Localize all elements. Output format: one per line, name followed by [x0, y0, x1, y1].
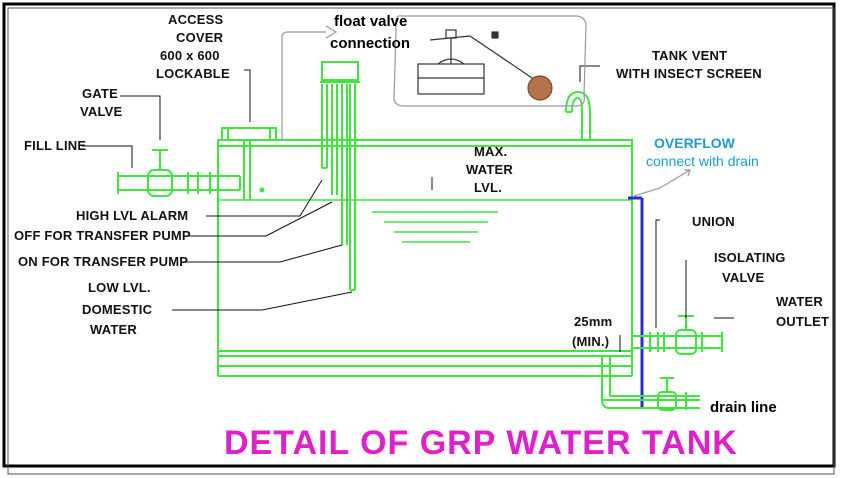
tank-vent-line1: TANK VENT [652, 48, 727, 63]
tank-body [217, 139, 633, 377]
label-water-outlet: WATER OUTLET [776, 294, 829, 329]
access-cover-line1: ACCESS [168, 12, 224, 27]
on-pump-label: ON FOR TRANSFER PUMP [18, 254, 188, 269]
float-valve-line2: connection [330, 35, 410, 52]
min-gap-line1: 25mm [574, 314, 612, 329]
label-isolating-valve: ISOLATING VALVE [714, 250, 786, 285]
water-level-marks [372, 211, 498, 243]
sketch-callouts [281, 15, 691, 197]
high-alarm-label: HIGH LVL ALARM [76, 208, 188, 223]
outer-shadow [7, 7, 835, 475]
drain-line-pipe [601, 356, 700, 411]
label-float-valve: float valve connection [330, 13, 410, 52]
max-water-line2: WATER [466, 162, 513, 177]
overflow-label: OVERFLOW [654, 135, 736, 151]
label-min-gap: 25mm (MIN.) [572, 314, 612, 349]
overflow-note: connect with drain [646, 153, 759, 169]
float-valve-line1: float valve [334, 13, 407, 30]
max-water-line1: MAX. [474, 144, 507, 159]
access-cover [221, 127, 277, 200]
gate-valve-line1: GATE [82, 86, 118, 101]
off-pump-label: OFF FOR TRANSFER PUMP [14, 228, 191, 243]
level-sensors [320, 61, 360, 291]
float-valve-sketch [417, 29, 553, 101]
access-cover-line4: LOCKABLE [156, 66, 230, 81]
tank-vent-line2: WITH INSECT SCREEN [616, 66, 762, 81]
fill-line-pipe [117, 149, 241, 197]
low-lvl-line1: LOW LVL. [88, 280, 151, 295]
outlet-pipe [632, 315, 723, 355]
union-label: UNION [692, 214, 735, 229]
access-cover-line2: COVER [176, 30, 224, 45]
outlet-line2: OUTLET [776, 314, 829, 329]
gate-valve-line2: VALVE [80, 104, 123, 119]
overflow-pipe [628, 196, 644, 408]
leader-lines [82, 65, 734, 352]
diagram-title: DETAIL OF GRP WATER TANK [224, 424, 738, 462]
tank-vent [565, 90, 591, 140]
label-low-lvl: LOW LVL. DOMESTIC WATER [82, 280, 153, 337]
low-lvl-line2: DOMESTIC [82, 302, 153, 317]
isolating-line1: ISOLATING [714, 250, 786, 265]
label-max-water: MAX. WATER LVL. [466, 144, 513, 195]
label-gate-valve: GATE VALVE [80, 86, 123, 119]
fill-line-label: FILL LINE [24, 138, 86, 153]
label-access-cover: ACCESS COVER 600 x 600 LOCKABLE [156, 12, 230, 81]
min-gap-line2: (MIN.) [572, 334, 609, 349]
isolating-line2: VALVE [722, 270, 765, 285]
drain-line-label: drain line [710, 399, 777, 416]
outlet-line1: WATER [776, 294, 823, 309]
low-lvl-line3: WATER [90, 322, 137, 337]
access-cover-line3: 600 x 600 [160, 48, 220, 63]
label-tank-vent: TANK VENT WITH INSECT SCREEN [616, 48, 762, 81]
max-water-line3: LVL. [474, 180, 502, 195]
